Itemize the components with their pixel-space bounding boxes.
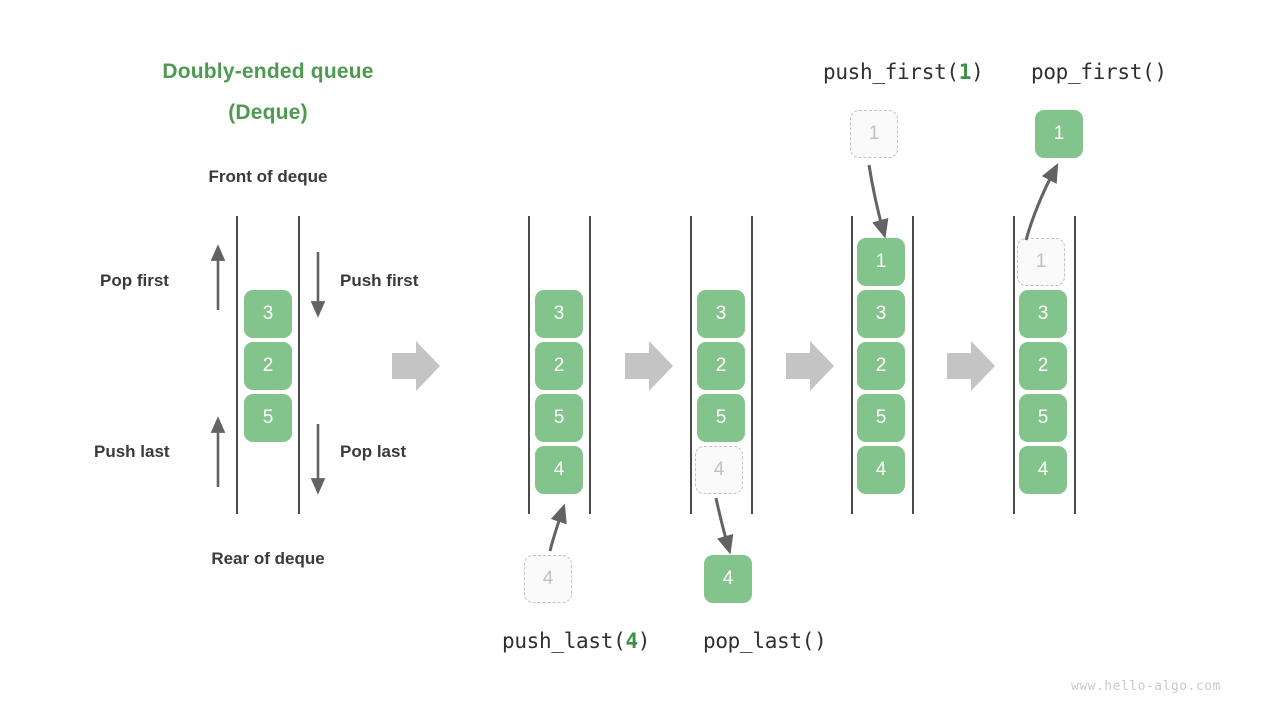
deque-element: 1 (857, 238, 905, 286)
deque-element: 5 (535, 394, 583, 442)
push-first-transfer-arrow (867, 164, 889, 239)
pop-last-operation-label: pop_last() (703, 629, 827, 653)
push-first-operation-label: push_first(1) (823, 60, 984, 84)
page-title-line2: (Deque) (228, 101, 308, 124)
push-first-fn-name: push_first( (823, 60, 959, 84)
deque-element: 2 (244, 342, 292, 390)
pop-last-output-box: 4 (704, 555, 752, 603)
pop-first-output-box: 1 (1035, 110, 1083, 158)
pop-first-fn-name: pop_first() (1031, 60, 1167, 84)
deque-element: 4 (1019, 446, 1067, 494)
rail-right-panel-1 (298, 216, 300, 514)
push-last-operation-label: push_last(4) (502, 629, 650, 653)
step-arrow-3 (786, 341, 834, 391)
deque-element: 5 (1019, 394, 1067, 442)
push-first-source-box: 1 (850, 110, 898, 158)
rail-right-panel-5 (1074, 216, 1076, 514)
step-arrow-1 (392, 341, 440, 391)
rear-of-deque-label: Rear of deque (211, 549, 325, 568)
push-first-paren: ) (971, 60, 984, 84)
push-last-source-box: 4 (524, 555, 572, 603)
rail-left-panel-5 (1013, 216, 1015, 514)
deque-element-removed: 1 (1017, 238, 1065, 286)
deque-element: 2 (535, 342, 583, 390)
deque-element: 2 (857, 342, 905, 390)
deque-element: 4 (857, 446, 905, 494)
deque-element: 2 (697, 342, 745, 390)
page-title-line1: Doubly-ended queue (162, 60, 374, 83)
deque-element: 5 (697, 394, 745, 442)
deque-element: 3 (1019, 290, 1067, 338)
deque-element-removed: 4 (695, 446, 743, 494)
front-of-deque-label: Front of deque (208, 167, 328, 186)
push-last-transfer-arrow (548, 503, 567, 552)
push-last-fn-name: push_last( (502, 629, 626, 653)
push-last-label: Push last (94, 442, 170, 461)
deque-element: 5 (857, 394, 905, 442)
step-arrow-4 (947, 341, 995, 391)
pop-first-transfer-arrow (1024, 163, 1059, 241)
rail-right-panel-4 (912, 216, 914, 514)
deque-element: 3 (697, 290, 745, 338)
rail-right-panel-2 (589, 216, 591, 514)
pop-last-fn-name: pop_last() (703, 629, 827, 653)
push-last-paren: ) (637, 629, 651, 653)
step-arrow-2 (625, 341, 673, 391)
rail-left-panel-4 (851, 216, 853, 514)
pop-last-label: Pop last (340, 442, 407, 461)
push-last-arg: 4 (625, 629, 638, 653)
rail-left-panel-2 (528, 216, 530, 514)
watermark: www.hello-algo.com (1071, 679, 1221, 694)
pop-first-operation-label: pop_first() (1031, 60, 1167, 84)
deque-element: 3 (244, 290, 292, 338)
pop-last-transfer-arrow (714, 497, 734, 555)
pop-first-label: Pop first (100, 271, 169, 290)
push-first-label: Push first (340, 271, 419, 290)
deque-element: 2 (1019, 342, 1067, 390)
deque-element: 4 (535, 446, 583, 494)
deque-element: 3 (535, 290, 583, 338)
push-first-arg: 1 (958, 60, 972, 84)
rail-left-panel-3 (690, 216, 692, 514)
deque-element: 5 (244, 394, 292, 442)
rail-right-panel-3 (751, 216, 753, 514)
deque-element: 3 (857, 290, 905, 338)
rail-left-panel-1 (236, 216, 238, 514)
